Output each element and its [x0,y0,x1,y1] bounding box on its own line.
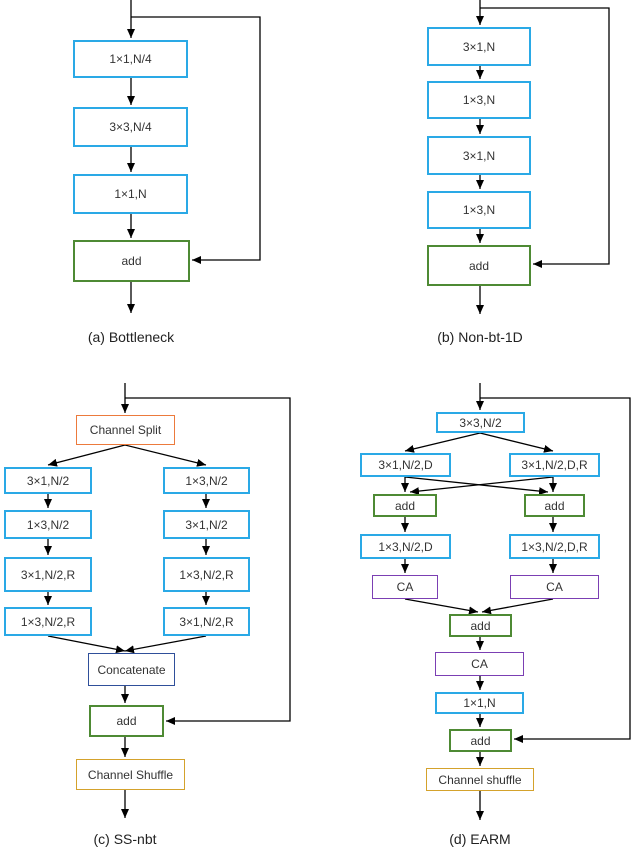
earm-conv-1x1: 1×1,N [435,692,524,714]
earm-channel-attention: CA [435,652,524,676]
ssnbt-channel-shuffle: Channel Shuffle [76,759,185,790]
earm-conv-3x3: 3×3,N/2 [436,412,525,433]
earm-left-add: add [373,494,437,517]
ssnbt-add: add [89,705,164,737]
earm-channel-shuffle: Channel shuffle [426,768,534,791]
earm-add-residual: add [449,729,512,752]
ssnbt-right-conv-3: 1×3,N/2,R [163,557,250,592]
ssnbt-left-conv-2: 1×3,N/2 [4,510,92,539]
ssnbt-left-conv-1: 3×1,N/2 [4,467,92,494]
earm-right-conv-1x3: 1×3,N/2,D,R [509,534,600,559]
earm-left-channel-attention: CA [372,575,438,599]
ssnbt-right-conv-1: 1×3,N/2 [163,467,250,494]
ssnbt-concatenate: Concatenate [88,653,175,686]
nonbt1d-conv-3x1-second: 3×1,N [427,136,531,175]
ssnbt-left-conv-4: 1×3,N/2,R [4,607,92,636]
ssnbt-right-conv-2: 3×1,N/2 [163,510,250,539]
earm-right-add: add [524,494,585,517]
ssnbt-channel-split: Channel Split [76,415,175,445]
earm-right-conv-3x1: 3×1,N/2,D,R [509,453,600,477]
bottleneck-conv-1x1-reduce: 1×1,N/4 [73,40,188,78]
caption-earm: (d) EARM [449,831,511,847]
caption-non-bt-1d: (b) Non-bt-1D [437,329,523,345]
bottleneck-add: add [73,240,190,282]
caption-bottleneck: (a) Bottleneck [87,329,175,345]
bottleneck-conv-1x1-expand: 1×1,N [73,174,188,214]
caption-ss-nbt: (c) SS-nbt [93,831,157,847]
earm-left-conv-3x1: 3×1,N/2,D [360,453,451,477]
nonbt1d-conv-3x1-first: 3×1,N [427,27,531,66]
nonbt1d-add: add [427,245,531,286]
earm-left-conv-1x3: 1×3,N/2,D [360,534,451,559]
nonbt1d-conv-1x3-first: 1×3,N [427,81,531,119]
ssnbt-left-conv-3: 3×1,N/2,R [4,557,92,592]
earm-add-merge: add [449,614,512,637]
earm-right-channel-attention: CA [510,575,599,599]
ssnbt-right-conv-4: 3×1,N/2,R [163,607,250,636]
nonbt1d-conv-1x3-second: 1×3,N [427,191,531,229]
bottleneck-conv-3x3: 3×3,N/4 [73,107,188,147]
